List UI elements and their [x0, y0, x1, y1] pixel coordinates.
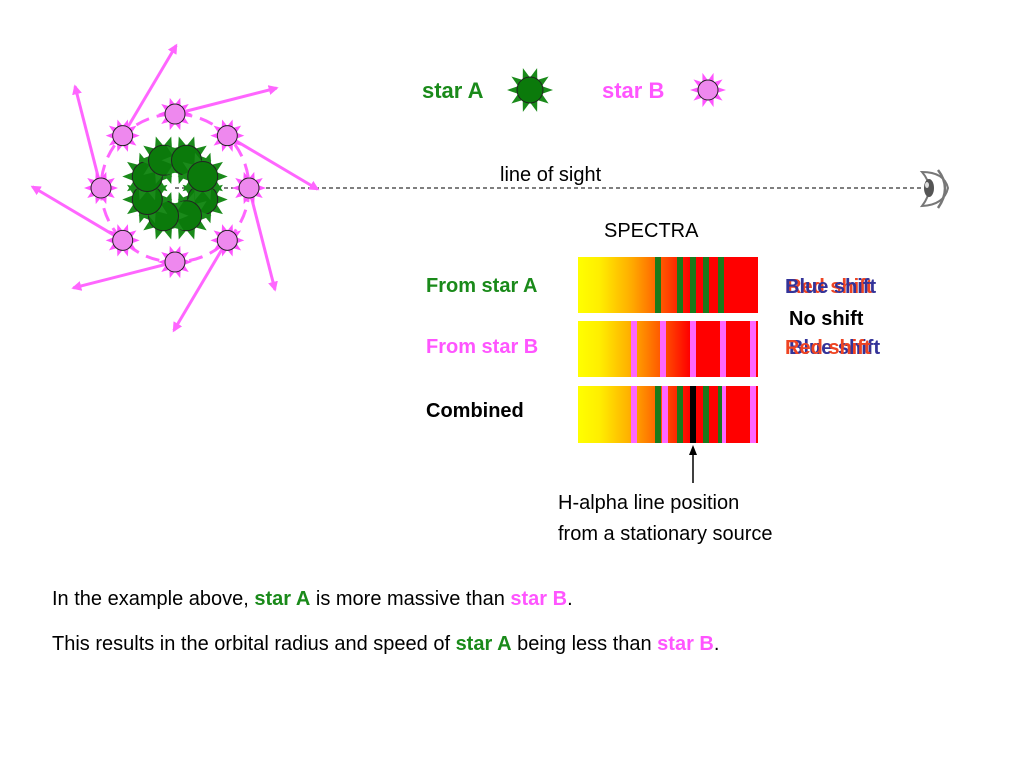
- star-b-icon: [158, 245, 192, 279]
- velocity-arrow: [71, 260, 176, 291]
- spectral-line-b: [660, 321, 666, 377]
- star-b-icon: [105, 119, 140, 152]
- star-b-icon: [84, 171, 118, 205]
- line-of-sight-label: line of sight: [500, 164, 602, 186]
- velocity-arrow: [72, 84, 103, 189]
- velocity-arrow: [174, 85, 279, 116]
- star-b-icon: [210, 119, 245, 152]
- spectral-line-a: [655, 386, 661, 443]
- legend-star-b-label: star B: [602, 78, 665, 103]
- velocity-arrows: [30, 43, 320, 333]
- spectral-line-b: [662, 386, 668, 443]
- explanation-sentence-1: In the example above, star A is more mas…: [52, 588, 573, 611]
- spectral-line-a: [677, 257, 683, 313]
- shift-label-star-b: Red shift: [785, 337, 871, 359]
- spectrum-star-b: [578, 321, 758, 377]
- row-label-star-a: From star A: [426, 275, 538, 297]
- row-label-combined: Combined: [426, 400, 524, 422]
- sentence1-post: .: [567, 588, 573, 610]
- sentence2-post: .: [713, 633, 720, 655]
- spectrum-star-a: [578, 257, 758, 313]
- spectral-line-b: [750, 321, 756, 377]
- sentence2-star-a: star A: [455, 633, 512, 655]
- velocity-arrow: [30, 185, 124, 242]
- spectral-line-a: [655, 257, 661, 313]
- star-b-icon: [690, 72, 726, 108]
- eye-icon: [919, 169, 950, 209]
- star-b-icon: [158, 97, 192, 131]
- spectral-line-b: [750, 386, 756, 443]
- explanation-sentence-2: This results in the orbital radius and s…: [52, 633, 719, 656]
- star-b-positions: [84, 97, 266, 279]
- no-shift-label: No shift: [789, 308, 864, 330]
- star-b-icon: [232, 171, 266, 205]
- spectral-line-a: [703, 386, 709, 443]
- star-b-icon: [105, 224, 140, 257]
- legend-star-a-icon: [507, 68, 553, 112]
- shift-label-star-a: Red shift: [787, 276, 873, 298]
- star-a-positions: [122, 136, 228, 240]
- spectral-line-a: [690, 257, 696, 313]
- halpha-note-line2: from a stationary source: [558, 523, 773, 545]
- spectral-line-b: [631, 321, 637, 377]
- sentence1-star-a: star A: [254, 588, 311, 610]
- halpha-note-line1: H-alpha line position: [558, 492, 740, 514]
- sentence1-star-b: star B: [510, 588, 568, 610]
- velocity-arrow: [226, 134, 320, 191]
- sentence1-pre: In the example above,: [52, 588, 255, 610]
- velocity-arrow: [121, 43, 178, 137]
- spectral-line-b: [720, 321, 726, 377]
- sentence2-pre: This results in the orbital radius and s…: [52, 633, 456, 655]
- spectral-line-a: [703, 257, 709, 313]
- shift-label-star-b: Blue shift: [789, 337, 881, 359]
- legend-star-a-label: star A: [422, 78, 484, 103]
- sentence2-star-b: star B: [657, 633, 714, 655]
- spectral-line-b: [722, 386, 726, 443]
- spectral-line-a: [677, 386, 683, 443]
- legend-star-b-icon: [690, 72, 726, 108]
- spectral-line-b: [631, 386, 637, 443]
- spectra-title: SPECTRA: [604, 220, 699, 242]
- star-a-icon: [507, 68, 553, 112]
- velocity-arrow: [172, 239, 229, 333]
- halpha-line: [690, 386, 696, 443]
- shift-label-star-a: Blue shift: [785, 276, 877, 298]
- row-label-star-b: From star B: [426, 336, 539, 358]
- spectral-line-a: [718, 386, 724, 443]
- star-b-icon: [210, 224, 245, 257]
- spectral-line-a: [718, 257, 724, 313]
- spectral-line-b: [690, 321, 696, 377]
- sentence1-mid: is more massive than: [310, 588, 511, 610]
- sentence2-mid: being less than: [511, 633, 658, 655]
- velocity-arrow: [247, 187, 278, 292]
- star-a-icon: [177, 152, 228, 201]
